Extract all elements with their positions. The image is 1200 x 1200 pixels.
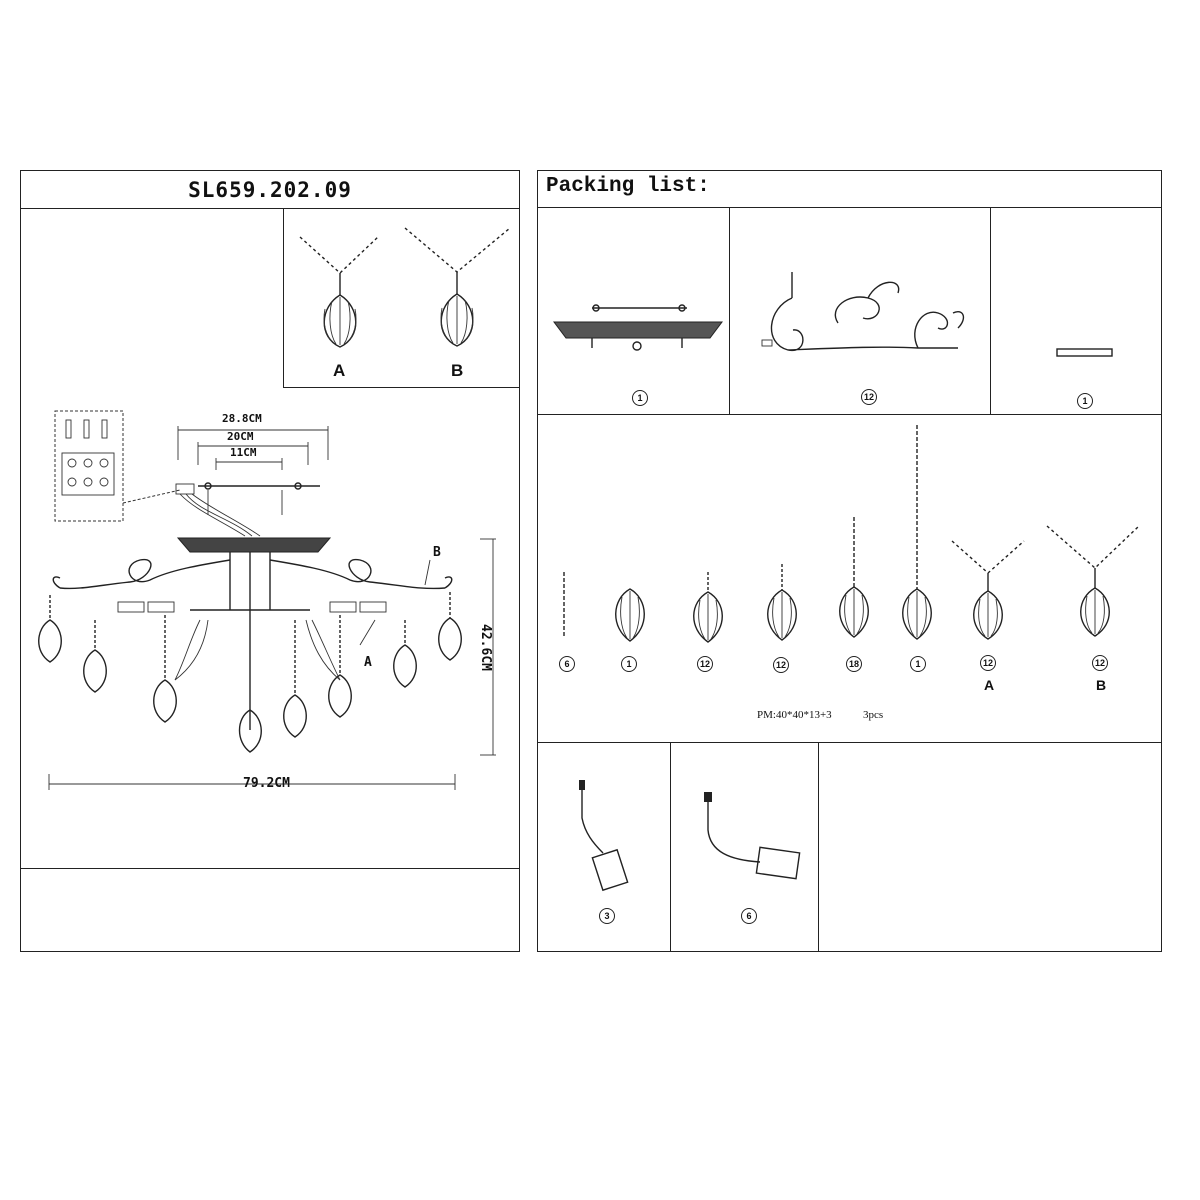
pendant-a-label: A: [333, 361, 346, 380]
mounting-bar-drawing: [1056, 348, 1113, 357]
pendant-short-drawing: [615, 588, 645, 642]
qty-pendant-short: 1: [621, 656, 637, 672]
bead-chain-drawing: [563, 572, 565, 636]
pm-note: PM:40*40*13+3: [757, 709, 832, 721]
right-title-divider: [537, 207, 1162, 208]
qty-pendant-a-part: 12: [980, 655, 996, 671]
dim-height: 42.6CM: [477, 624, 493, 671]
qty-pendant-chain-medium: 18: [846, 656, 862, 672]
pendant-b-part-drawing: [1046, 525, 1140, 637]
pendant-b-label: B: [451, 361, 464, 380]
dim-width-11: 11CM: [230, 446, 257, 459]
pendant-bead2-drawing: [767, 564, 797, 641]
dim-width-20: 20CM: [227, 430, 254, 443]
row1-divider: [537, 414, 1162, 415]
row3-col-divider-2: [818, 742, 819, 952]
qty-mounting-bar: 1: [1077, 393, 1093, 409]
row1-col-divider-2: [990, 207, 991, 414]
socket-straight-drawing: [579, 780, 629, 892]
pendant-chain-long-drawing: [902, 425, 932, 640]
model-title: SL659.202.09: [188, 178, 352, 202]
qty-scroll-arm: 12: [861, 389, 877, 405]
callout-a: A: [364, 655, 372, 670]
overall-width-dimension-line: [48, 774, 456, 790]
top-dimension-lines: [177, 426, 329, 470]
pendant-inset-bottom-border: [283, 387, 520, 388]
qty-pendant-chain-long: 1: [910, 656, 926, 672]
left-panel: [20, 170, 520, 952]
pendant-bead1-drawing: [693, 572, 723, 643]
left-footer-divider: [20, 868, 520, 869]
right-panel: [537, 170, 1162, 952]
row2-divider: [537, 742, 1162, 743]
qty-bead-chain: 6: [559, 656, 575, 672]
dim-overall-width: 79.2CM: [243, 776, 290, 791]
qty-socket-curved: 6: [741, 908, 757, 924]
height-dimension-line: [480, 538, 496, 756]
qty-pendant-b-part: 12: [1092, 655, 1108, 671]
pendant-b-drawing: [404, 227, 511, 347]
row3-col-divider-1: [670, 742, 671, 952]
left-title-divider: [20, 208, 520, 209]
qty-pendant-bead2: 12: [773, 657, 789, 673]
pendant-a-part-drawing: [951, 540, 1025, 640]
row1-col-divider-1: [729, 207, 730, 414]
dim-width-28-8: 28.8CM: [222, 412, 262, 425]
packing-list-title: Packing list:: [546, 175, 710, 198]
wiring-diagram-inset: [54, 410, 181, 522]
qty-canopy-base: 1: [632, 390, 648, 406]
chandelier-drawing: [38, 482, 462, 753]
pendant-chain-medium-drawing: [839, 517, 869, 638]
pendant-b-part-label: B: [1096, 677, 1107, 693]
qty-socket-straight: 3: [599, 908, 615, 924]
scroll-arm-drawing: [761, 272, 965, 351]
qty-pendant-bead1: 12: [697, 656, 713, 672]
pendant-a-part-label: A: [984, 677, 995, 693]
callout-b: B: [433, 545, 441, 560]
socket-curved-drawing: [704, 792, 801, 880]
canopy-base-drawing: [553, 304, 723, 351]
pendant-inset-left-border: [283, 208, 284, 388]
pm-count: 3pcs: [863, 709, 884, 721]
pendant-a-drawing: [299, 236, 379, 348]
